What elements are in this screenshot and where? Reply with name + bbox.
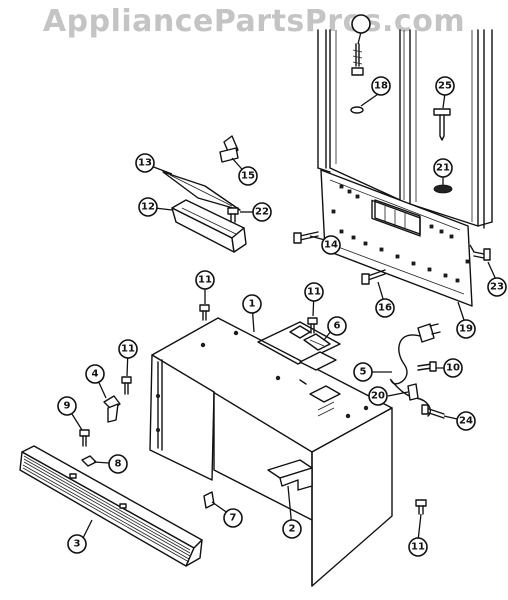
- callout-21: 21: [433, 158, 453, 178]
- callout-label: 13: [138, 158, 152, 169]
- callout-11-bottom: 11: [408, 537, 428, 557]
- callout-label: 24: [459, 416, 473, 427]
- callout-label: 5: [360, 367, 367, 378]
- callout-label: 6: [334, 321, 341, 332]
- callout-label: 11: [121, 344, 135, 355]
- callout-8: 8: [108, 454, 128, 474]
- nut-8: [81, 455, 97, 467]
- callout-label: 3: [74, 539, 81, 550]
- callout-20: 20: [368, 386, 388, 406]
- callout-13: 13: [135, 153, 155, 173]
- callout-label: 11: [411, 542, 425, 553]
- callout-label: 7: [230, 513, 237, 524]
- screw-24: [421, 404, 445, 419]
- power-cord: [389, 323, 441, 417]
- screw-11-bottom: [415, 499, 427, 515]
- callout-label: 2: [289, 524, 296, 535]
- callout-7: 7: [223, 508, 243, 528]
- callout-5: 5: [353, 362, 373, 382]
- callout-label: 1: [249, 299, 256, 310]
- bracket-15: [219, 135, 239, 163]
- callout-1: 1: [242, 294, 262, 314]
- clip-7: [203, 491, 215, 509]
- callout-22: 22: [252, 202, 272, 222]
- callout-label: 4: [92, 369, 99, 380]
- callout-label: 12: [141, 202, 155, 213]
- callout-label: 14: [324, 240, 338, 251]
- door-frame: [317, 29, 493, 229]
- callout-11-center: 11: [304, 282, 324, 302]
- watermark: AppliancePartsPros.com: [42, 4, 466, 39]
- screw-22: [227, 207, 239, 223]
- cabinet: [149, 317, 393, 587]
- trim-13: [162, 171, 241, 211]
- callout-label: 18: [374, 81, 388, 92]
- screw-11-left: [199, 304, 210, 321]
- screw-16: [361, 269, 386, 285]
- callout-9: 9: [57, 396, 77, 416]
- screw-9: [79, 429, 90, 447]
- callout-label: 21: [436, 163, 450, 174]
- callout-label: 25: [438, 81, 452, 92]
- callout-12: 12: [138, 197, 158, 217]
- callout-18: 18: [371, 76, 391, 96]
- callout-label: 20: [371, 391, 385, 402]
- callout-2: 2: [282, 519, 302, 539]
- clip-6: [303, 333, 331, 351]
- callout-label: 22: [255, 207, 269, 218]
- housing-12: [171, 199, 247, 253]
- control-panel: [320, 169, 473, 307]
- bracket-2: [267, 459, 313, 491]
- bolt-25: [433, 108, 451, 141]
- clip-4: [103, 395, 121, 423]
- screw-17: [351, 43, 364, 76]
- callout-label: 19: [459, 324, 473, 335]
- callout-24: 24: [456, 411, 476, 431]
- screw-11-center: [307, 317, 318, 334]
- callout-15: 15: [238, 166, 258, 186]
- callout-11-left: 11: [195, 270, 215, 290]
- callout-label: 11: [198, 275, 212, 286]
- callout-label: 8: [115, 459, 122, 470]
- callout-6: 6: [327, 316, 347, 336]
- callout-label: 15: [241, 171, 255, 182]
- callout-10: 10: [443, 358, 463, 378]
- screw-23: [473, 248, 491, 261]
- callout-3: 3: [67, 534, 87, 554]
- callouts: 18 25 21 13 15 12 22 14: [57, 14, 507, 557]
- callout-14: 14: [321, 235, 341, 255]
- callout-label: 16: [378, 303, 392, 314]
- grille-3: [19, 445, 203, 567]
- screw-10: [417, 361, 437, 372]
- callout-16: 16: [375, 298, 395, 318]
- callout-label: 10: [446, 363, 460, 374]
- callout-19: 19: [456, 319, 476, 339]
- callout-17-top: [351, 14, 371, 34]
- callout-11-front: 11: [118, 339, 138, 359]
- callout-23: 23: [487, 277, 507, 297]
- callout-4: 4: [85, 364, 105, 384]
- callout-label: 11: [307, 287, 321, 298]
- callout-label: 9: [64, 401, 71, 412]
- callout-label: 23: [490, 282, 504, 293]
- callout-25: 25: [435, 76, 455, 96]
- screw-11-front: [121, 376, 132, 395]
